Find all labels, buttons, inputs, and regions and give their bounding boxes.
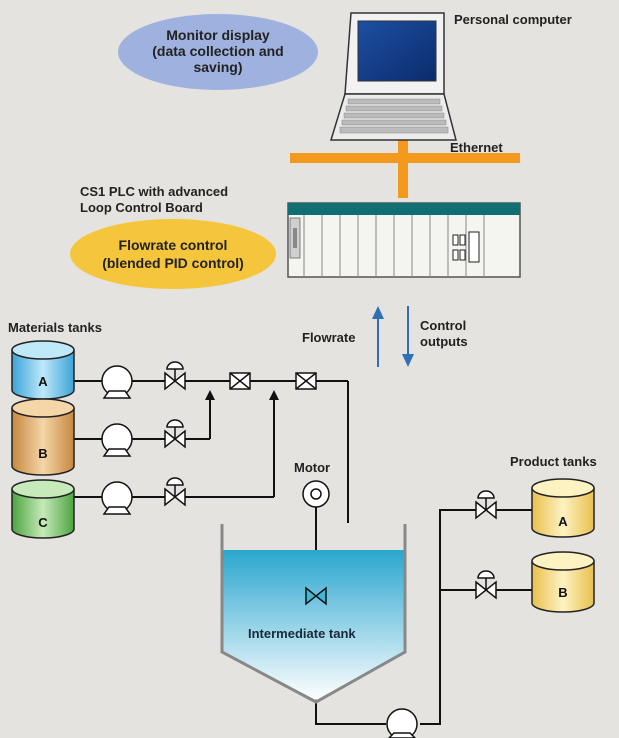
flowrate-control-line-1: Flowrate control xyxy=(118,237,228,253)
control-outputs-line-1: Control xyxy=(420,318,467,333)
pump-icon xyxy=(101,365,133,399)
junction-arrow-c xyxy=(269,390,279,400)
mixer-icon xyxy=(305,586,327,606)
monitor-display-line-3: saving) xyxy=(193,59,243,75)
product-tank-b xyxy=(531,551,595,613)
pump-icon xyxy=(101,481,133,515)
ethernet-label: Ethernet xyxy=(450,140,503,155)
valve-icon xyxy=(164,419,186,449)
control-outputs-arrow xyxy=(402,306,414,367)
junction-arrow-b xyxy=(205,390,215,400)
control-outputs-line-2: outputs xyxy=(420,334,468,349)
material-tank-c-label: C xyxy=(38,515,48,530)
plc-title-line-1: CS1 PLC with advanced xyxy=(80,184,229,199)
monitor-display-label: Monitor display (data collection and sav… xyxy=(138,27,298,75)
monitor-display-line-1: Monitor display xyxy=(166,27,270,43)
monitor-display-bubble xyxy=(118,14,318,90)
monitor-display-line-2: (data collection and xyxy=(152,43,284,59)
personal-computer-label: Personal computer xyxy=(454,12,572,27)
valve-icon xyxy=(475,570,497,600)
material-tank-b xyxy=(11,398,75,476)
pump-icon xyxy=(101,423,133,457)
product-tank-a-label: A xyxy=(558,514,568,529)
plc-icon xyxy=(287,202,521,278)
control-outputs-label: Control outputs xyxy=(420,318,468,350)
flowmeter-icon xyxy=(295,372,317,390)
flowrate-control-bubble xyxy=(70,219,276,289)
motor-label: Motor xyxy=(294,460,331,475)
valve-icon xyxy=(475,490,497,520)
flowrate-arrow xyxy=(372,306,384,367)
material-tank-b-label: B xyxy=(38,446,48,461)
intermediate-tank-label: Intermediate tank xyxy=(248,626,356,641)
flowmeter-icon xyxy=(229,372,251,390)
valve-icon xyxy=(164,477,186,507)
pump-icon xyxy=(386,708,418,738)
flowrate-control-line-2: (blended PID control) xyxy=(102,255,244,271)
flowrate-label: Flowrate xyxy=(302,330,356,345)
flowrate-control-label: Flowrate control (blended PID control) xyxy=(73,236,273,272)
ethernet-bus xyxy=(290,138,520,198)
plc-title-label: CS1 PLC with advanced Loop Control Board xyxy=(80,184,228,216)
plc-title-line-2: Loop Control Board xyxy=(80,200,203,215)
valve-icon xyxy=(164,361,186,391)
product-tank-b-label: B xyxy=(558,585,568,600)
material-tank-c xyxy=(11,479,75,539)
product-tank-a xyxy=(531,478,595,538)
intermediate-tank xyxy=(220,524,407,704)
motor-icon xyxy=(302,480,330,508)
product-tanks-label: Product tanks xyxy=(510,454,597,469)
material-tank-a-label: A xyxy=(38,374,48,389)
materials-tanks-label: Materials tanks xyxy=(8,320,102,335)
material-tank-a xyxy=(11,340,75,400)
computer-icon xyxy=(329,12,457,141)
